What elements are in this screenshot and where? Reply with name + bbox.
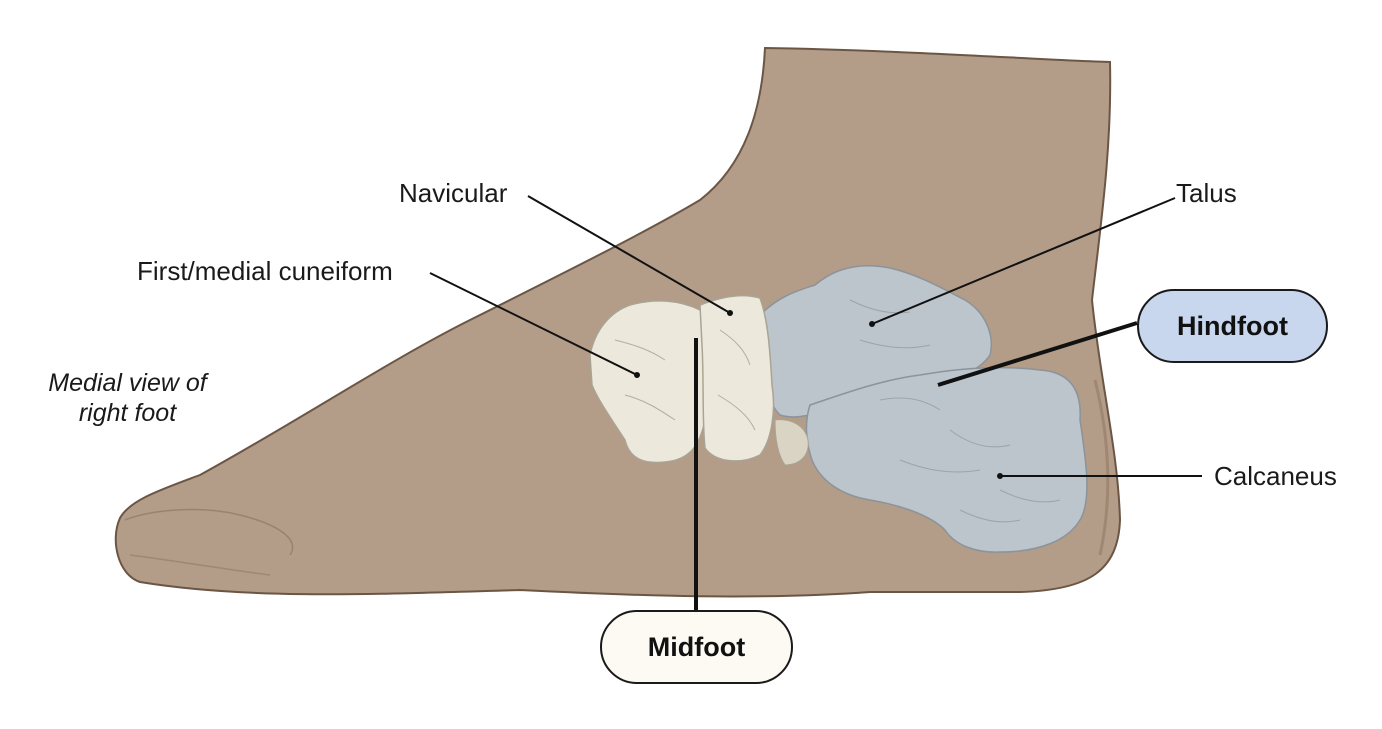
pointer-dots: [634, 310, 1003, 479]
toe-outline: [129, 554, 271, 576]
toe-outline: [124, 508, 294, 556]
midfoot-region-badge: Midfoot: [600, 610, 793, 684]
hindfoot-leader: [937, 321, 1138, 387]
calcaneus-label: Calcaneus: [1214, 461, 1337, 491]
cuneiform-dot: [634, 372, 640, 378]
caption-line-1: Medial view of: [48, 369, 207, 397]
leader-lines: [429, 195, 1202, 612]
first-medial-cuneiform-label: First/medial cuneiform: [137, 256, 393, 286]
talus-leader: [871, 197, 1176, 325]
navicular-leader: [527, 195, 731, 314]
talus-label: Talus: [1176, 178, 1237, 208]
navicular-label: Navicular: [399, 178, 508, 208]
talus-dot: [869, 321, 875, 327]
navicular-bone: [699, 294, 775, 462]
calcaneus-dot: [997, 473, 1003, 479]
calcaneus-bone: [805, 366, 1088, 553]
heel-shading: [1093, 379, 1110, 556]
cuboid-hint: [774, 419, 809, 466]
navicular-dot: [727, 310, 733, 316]
caption-line-2: right foot: [78, 399, 177, 427]
cuneiform-leader: [429, 272, 638, 376]
view-caption: Medial view of right foot: [20, 368, 235, 428]
hindfoot-region-badge: Hindfoot: [1137, 289, 1328, 363]
hindfoot-texture: [849, 299, 1061, 523]
midfoot-texture: [614, 329, 756, 431]
